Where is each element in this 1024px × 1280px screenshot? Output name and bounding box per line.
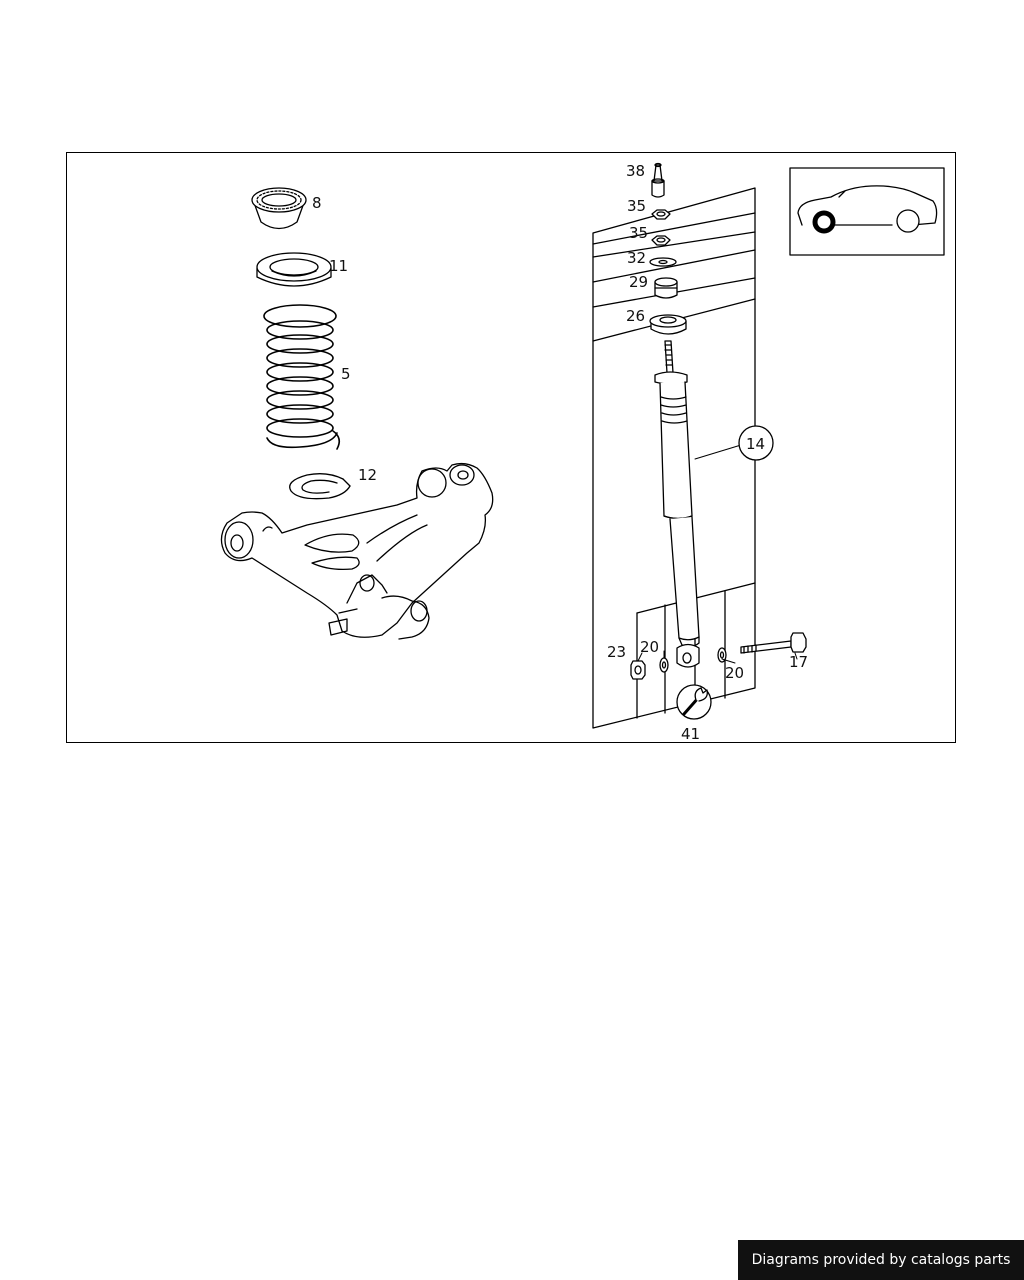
part-26-bushing [649,314,687,335]
part-35-nut-lower [651,235,671,246]
callout-35-lower: 35 [629,224,648,242]
part-11-spring-seat [256,252,332,287]
part-5-coil-spring [263,304,341,450]
part-38-bump-stop [651,162,665,198]
lower-control-arm [220,462,494,640]
callout-11: 11 [329,257,348,275]
rear-wheel-highlight [812,210,836,234]
callout-29: 29 [629,273,648,291]
callout-38: 38 [626,162,645,180]
callout-leaders [637,444,798,664]
callout-8: 8 [312,194,322,212]
callout-20-left: 20 [640,638,659,656]
part-14-shock-absorber [654,340,700,668]
callout-26: 26 [626,307,645,325]
vehicle-locator-inset [789,167,945,256]
part-29-bushing [654,277,678,299]
callout-12: 12 [358,466,377,484]
callout-17: 17 [789,653,808,671]
callout-20-right: 20 [725,664,744,682]
wrench-icon [676,684,712,720]
part-17-bolt [740,632,807,654]
callout-23: 23 [607,643,626,661]
part-35-nut-upper [651,209,671,220]
callout-5: 5 [341,365,351,383]
callout-35-upper: 35 [627,197,646,215]
part-8-spring-pad [251,187,307,230]
callout-14: 14 [746,435,765,453]
part-23-nut [630,660,646,680]
part-12-spring-isolator [289,473,351,500]
part-32-washer [649,257,677,267]
callout-32: 32 [627,249,646,267]
callout-41: 41 [681,725,700,743]
part-14-callout-circle [738,425,774,461]
diagram-credit-text: Diagrams provided by catalogs parts [751,1252,1011,1268]
parts-diagram-frame: 8 11 5 12 38 35 35 32 29 26 14 23 20 20 … [66,152,956,743]
callout-labels: 8 11 5 12 38 35 35 32 29 26 14 23 20 20 … [312,162,808,743]
diagram-credit-banner: Diagrams provided by catalogs parts [738,1240,1024,1280]
part-20-washer-right [717,647,727,663]
part-20-washer-left [659,657,669,673]
parts-diagram: 8 11 5 12 38 35 35 32 29 26 14 23 20 20 … [220,162,945,743]
